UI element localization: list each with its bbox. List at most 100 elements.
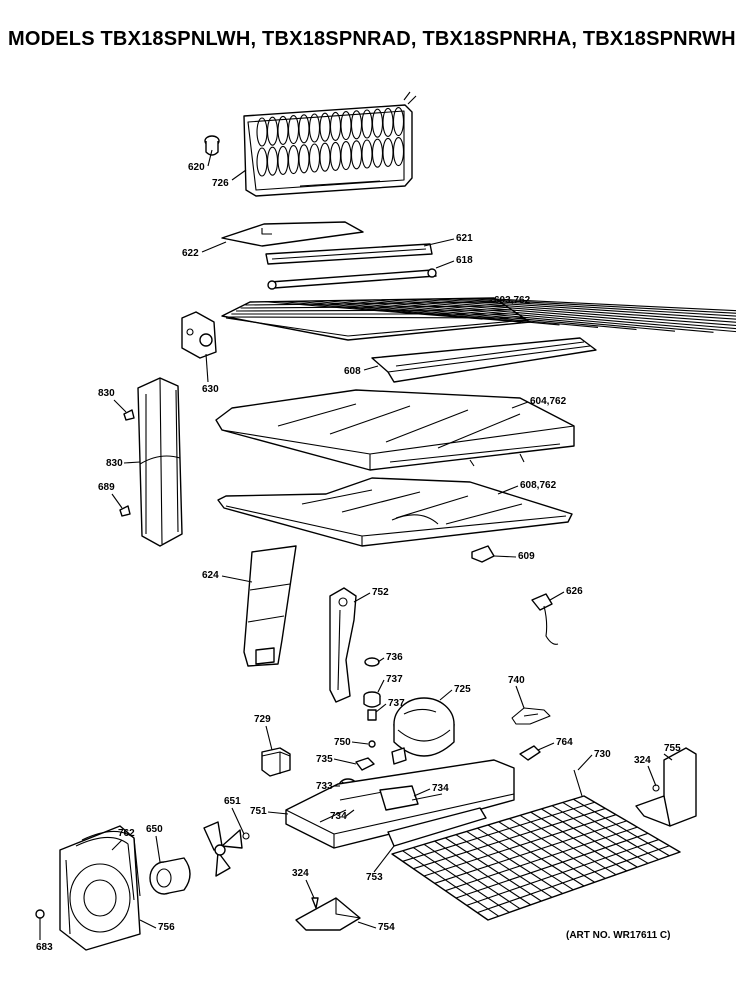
callout-leader-740: [515, 685, 525, 709]
callout-leader-603: [473, 300, 493, 303]
mounting-bolt-part: [367, 709, 377, 721]
callout-leader-753: [373, 845, 395, 873]
callout-label-756: 756: [158, 922, 175, 933]
callout-leader-764: [537, 742, 555, 751]
callout-leader-620: [207, 149, 213, 167]
callout-label-734b: 734: [330, 811, 347, 822]
callout-label-683: 683: [36, 942, 53, 953]
overload-clip-part: [355, 757, 375, 771]
callout-label-735: 735: [316, 754, 333, 765]
callout-leader-608b: [497, 485, 519, 495]
callout-leader-736: [377, 657, 385, 663]
callout-leader-762: [111, 839, 123, 851]
callout-label-740: 740: [508, 675, 525, 686]
drier-clamp-part: [519, 745, 541, 761]
callout-label-733: 733: [316, 781, 333, 792]
callout-leader-725: [439, 689, 453, 701]
freezer-pan-part: [215, 389, 575, 471]
callout-label-608b: 608,762: [520, 480, 557, 491]
callout-leader-755: [663, 753, 673, 761]
callout-leader-626: [549, 591, 565, 601]
freezer-shelf-part: [221, 297, 736, 341]
condenser-tube-part: [75, 830, 141, 901]
callout-label-630a: 630: [202, 384, 219, 395]
callout-label-830b: 830: [106, 458, 123, 469]
callout-label-750: 750: [334, 737, 351, 748]
compressor-part: [391, 697, 455, 765]
shelf-bracket-part: [181, 311, 217, 359]
callout-leader-324a: [647, 765, 657, 787]
air-duct-part: [243, 545, 297, 667]
drain-pan-part: [295, 897, 361, 931]
callout-leader-729: [265, 725, 273, 751]
art-number: (ART NO. WR17611 C): [566, 930, 671, 941]
machine-base-part: [285, 759, 515, 849]
condenser-mount-part: [387, 807, 487, 847]
callout-leader-830b: [123, 461, 141, 464]
callout-leader-324b: [305, 879, 315, 899]
callout-leader-750: [351, 741, 369, 745]
relay-part: [261, 747, 291, 777]
callout-label-752: 752: [372, 587, 389, 598]
callout-label-734a: 734: [432, 783, 449, 794]
callout-leader-689: [111, 493, 123, 509]
callout-leader-622: [201, 241, 227, 253]
callout-leader-624: [221, 575, 253, 583]
callout-label-737b: 737: [388, 698, 405, 709]
callout-label-755: 755: [664, 743, 681, 754]
callout-leader-730: [577, 754, 593, 771]
callout-label-762: 762: [118, 828, 135, 839]
callout-leader-756: [139, 919, 157, 929]
callout-label-650: 650: [146, 824, 163, 835]
wire-harness-part: [531, 593, 559, 645]
fan-blade-part: [203, 821, 250, 877]
compressor-bracket-part: [329, 587, 357, 703]
callout-label-621: 621: [456, 233, 473, 244]
tube-clip-part: [511, 707, 551, 725]
evaporator-coil-part: [243, 91, 417, 197]
callout-label-603: 603,762: [494, 295, 531, 306]
drain-fitting-part: [204, 135, 220, 156]
callout-label-751: 751: [250, 806, 267, 817]
callout-leader-751: [267, 811, 289, 815]
callout-leader-737a: [377, 679, 385, 693]
exploded-parts-diagram: 620726622621618603,762608630830830689604…: [35, 91, 736, 953]
callout-label-725: 725: [454, 684, 471, 695]
callout-label-609: 609: [518, 551, 535, 562]
callout-leader-651: [231, 807, 245, 835]
evaporator-cover-part: [221, 221, 364, 247]
callout-label-726: 726: [212, 178, 229, 189]
callout-label-736: 736: [386, 652, 403, 663]
callout-leader-830a: [113, 399, 127, 413]
screw-part: [368, 740, 376, 748]
callout-label-753: 753: [366, 872, 383, 883]
parts-diagram-sheet: MODELS TBX18SPNLWH, TBX18SPNRAD, TBX18SP…: [8, 28, 736, 953]
callout-leader-734b: [345, 809, 355, 817]
callout-label-830a: 830: [98, 388, 115, 399]
callout-leader-754: [357, 921, 377, 929]
callout-leader-752: [353, 592, 371, 603]
callout-label-624: 624: [202, 570, 219, 581]
shroud-screw-part: [35, 909, 45, 919]
callout-leader-737b: [375, 703, 387, 713]
callout-leader-630a: [205, 353, 209, 383]
condenser-part: [391, 769, 681, 921]
callout-label-730: 730: [594, 749, 611, 760]
callout-leader-621: [423, 238, 455, 247]
callout-label-620: 620: [188, 162, 205, 173]
callout-label-604: 604,762: [530, 396, 567, 407]
fan-shroud-part: [59, 825, 141, 951]
crisper-pan-part: [217, 477, 573, 563]
callout-leader-608a: [363, 365, 379, 371]
callout-label-324a: 324: [634, 755, 651, 766]
condenser-bracket-part: [635, 747, 697, 827]
callout-leader-618: [435, 260, 455, 269]
callout-label-729: 729: [254, 714, 271, 725]
callout-label-764: 764: [556, 737, 573, 748]
callout-label-737a: 737: [386, 674, 403, 685]
grommet-part: [364, 657, 380, 667]
shelf-cover-part: [371, 337, 597, 383]
callout-leader-734a: [413, 788, 431, 797]
callout-leader-735: [333, 758, 357, 765]
models-title: MODELS TBX18SPNLWH, TBX18SPNRAD, TBX18SP…: [8, 28, 736, 50]
